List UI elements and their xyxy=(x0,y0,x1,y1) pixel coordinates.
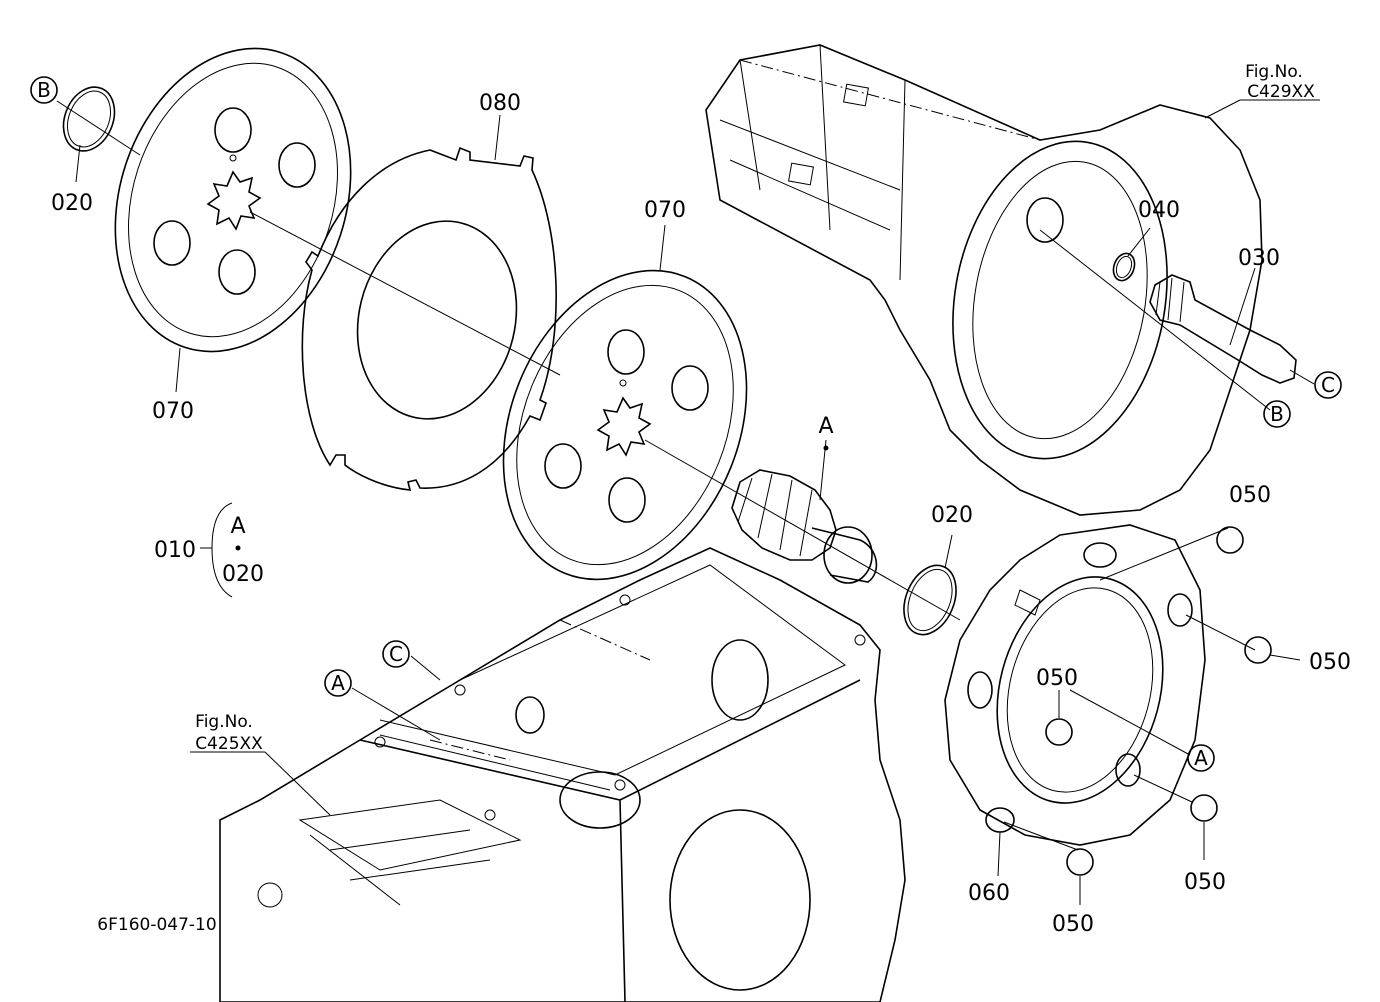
transmission-housing-upper xyxy=(705,44,1263,516)
fig-top-title: Fig.No. xyxy=(1245,62,1303,82)
label-050-d: 050 xyxy=(1184,870,1226,895)
label-050-b: 050 xyxy=(1309,650,1351,675)
marker-c-right: C xyxy=(1321,373,1335,397)
label-050-e: 050 xyxy=(1052,912,1094,937)
marker-b-left: B xyxy=(37,78,51,102)
label-070-left: 070 xyxy=(152,399,194,424)
fig-bottom-code: C425XX xyxy=(195,734,263,754)
fig-top-code: C429XX xyxy=(1247,82,1315,102)
friction-disc-070-left xyxy=(114,47,352,353)
plugs-050 xyxy=(1045,526,1272,876)
gear-shaft-a xyxy=(731,469,878,584)
cover-plate-060 xyxy=(944,524,1206,846)
reference-markers: B B C C A A xyxy=(30,76,1342,772)
snap-ring-020-mid xyxy=(903,564,957,636)
o-ring-040 xyxy=(1112,252,1136,282)
label-030: 030 xyxy=(1238,246,1280,271)
label-020-left: 020 xyxy=(51,191,93,216)
label-gear-a: A xyxy=(818,414,833,439)
label-080: 080 xyxy=(479,91,521,116)
friction-disc-070-center xyxy=(502,269,748,581)
label-060: 060 xyxy=(968,881,1010,906)
marker-a-right: A xyxy=(1194,746,1208,770)
figure-references: Fig.No. C429XX Fig.No. C425XX xyxy=(195,62,1315,754)
fig-bottom-title: Fig.No. xyxy=(195,712,253,732)
marker-a-left: A xyxy=(331,671,345,695)
shaft-030 xyxy=(1149,274,1297,384)
steel-plate-080 xyxy=(301,146,557,491)
label-050-c: 050 xyxy=(1036,666,1078,691)
part-labels: 080 070 020 070 A 020 010 A 020 040 030 … xyxy=(51,91,1351,937)
label-010: 010 xyxy=(154,538,196,563)
label-040: 040 xyxy=(1138,198,1180,223)
label-020-mid: 020 xyxy=(931,503,973,528)
snap-ring-020-left xyxy=(62,86,116,152)
marker-b-right: B xyxy=(1270,402,1284,426)
drawing-id: 6F160-047-10 xyxy=(97,915,216,935)
label-010-a: A xyxy=(230,514,245,539)
label-010-020: 020 xyxy=(222,562,264,587)
label-050-a: 050 xyxy=(1229,483,1271,508)
marker-c-left: C xyxy=(389,642,403,666)
leader-lines xyxy=(56,99,1320,905)
transmission-case-lower xyxy=(219,547,906,1002)
label-070-top: 070 xyxy=(644,198,686,223)
